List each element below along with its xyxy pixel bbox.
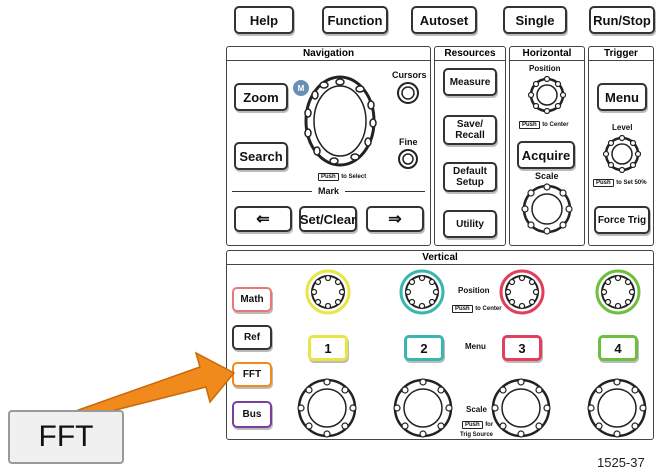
horizontal-scale-label: Scale <box>535 171 559 181</box>
vertical-title: Vertical <box>227 251 653 265</box>
trigger-push-key: Push <box>593 179 614 187</box>
resources-title: Resources <box>435 47 505 61</box>
search-button[interactable]: Search <box>234 142 288 170</box>
horizontal-center-text: to Center <box>542 122 569 128</box>
horizontal-center-hint: Push to Center <box>519 118 569 129</box>
utility-button[interactable]: Utility <box>443 210 497 238</box>
single-button[interactable]: Single <box>503 6 567 34</box>
trigger-50-text: to Set 50% <box>616 180 647 186</box>
mark-divider-right <box>345 191 425 192</box>
mark-divider-left <box>232 191 312 192</box>
default-setup-button[interactable]: Default Setup <box>443 162 497 192</box>
select-hint: Push to Select <box>318 170 367 181</box>
trigger-level-knob[interactable] <box>603 135 641 173</box>
ch4-button[interactable]: 4 <box>598 335 638 361</box>
force-trig-button[interactable]: Force Trig <box>594 206 650 234</box>
save-recall-button[interactable]: Save/ Recall <box>443 115 497 145</box>
vertical-menu-label: Menu <box>465 342 486 351</box>
vertical-center-text: to Center <box>475 306 502 312</box>
trigger-menu-button[interactable]: Menu <box>597 83 647 111</box>
ref-button[interactable]: Ref <box>232 325 272 350</box>
ch1-button[interactable]: 1 <box>308 335 348 361</box>
set-clear-button[interactable]: Set/Clear <box>299 206 357 232</box>
measure-button[interactable]: Measure <box>443 68 497 96</box>
bus-button[interactable]: Bus <box>232 401 272 428</box>
function-button[interactable]: Function <box>322 6 388 34</box>
next-mark-button[interactable]: ⇒ <box>366 206 424 232</box>
ch1-position-knob[interactable] <box>304 268 352 316</box>
push-key: Push <box>318 173 339 181</box>
figure-id: 1525-37 <box>597 455 645 470</box>
ch3-button[interactable]: 3 <box>502 335 542 361</box>
ch2-position-knob[interactable] <box>398 268 446 316</box>
cursors-knob[interactable] <box>396 81 420 105</box>
acquire-button[interactable]: Acquire <box>517 141 575 169</box>
ch4-scale-knob[interactable] <box>586 377 648 439</box>
cursors-label: Cursors <box>392 70 427 80</box>
select-hint-text: to Select <box>341 174 367 180</box>
fine-label: Fine <box>399 137 418 147</box>
trigger-50-hint: Push to Set 50% <box>593 176 647 187</box>
horizontal-push-key: Push <box>519 121 540 129</box>
mark-label: Mark <box>318 186 340 196</box>
vertical-push-key: Push <box>452 305 473 313</box>
ch2-button[interactable]: 2 <box>404 335 444 361</box>
trigger-title: Trigger <box>589 47 653 61</box>
trig-source-hint: Push for <box>462 418 494 429</box>
trig-source-label: Trig Source <box>460 432 494 438</box>
orange-pointer-arrow-icon <box>68 351 236 420</box>
fft-callout-key: FFT <box>8 410 124 464</box>
previous-mark-button[interactable]: ⇐ <box>234 206 292 232</box>
navigation-title: Navigation <box>227 47 430 61</box>
horizontal-title: Horizontal <box>510 47 584 61</box>
horizontal-position-knob[interactable] <box>528 76 566 114</box>
zoom-button[interactable]: Zoom <box>234 83 288 111</box>
ch2-scale-knob[interactable] <box>392 377 454 439</box>
vertical-scale-label: Scale <box>466 405 487 414</box>
autoset-button[interactable]: Autoset <box>411 6 477 34</box>
run-stop-button[interactable]: Run/Stop <box>589 6 655 34</box>
horizontal-position-label: Position <box>529 64 561 73</box>
scale-push-key: Push <box>462 421 483 429</box>
fft-button[interactable]: FFT <box>232 362 272 387</box>
ch1-scale-knob[interactable] <box>296 377 358 439</box>
vertical-center-hint: Push to Center <box>452 302 502 313</box>
scale-push-for: for <box>485 422 494 428</box>
ch4-position-knob[interactable] <box>594 268 642 316</box>
fine-button[interactable] <box>397 148 419 170</box>
help-button[interactable]: Help <box>234 6 294 34</box>
horizontal-scale-knob[interactable] <box>521 183 573 235</box>
ch3-position-knob[interactable] <box>498 268 546 316</box>
trigger-level-label: Level <box>612 123 633 132</box>
multipurpose-knob[interactable] <box>302 73 378 168</box>
ch3-scale-knob[interactable] <box>490 377 552 439</box>
math-button[interactable]: Math <box>232 287 272 312</box>
vertical-position-label: Position <box>458 286 490 295</box>
m-badge: M <box>293 80 309 96</box>
